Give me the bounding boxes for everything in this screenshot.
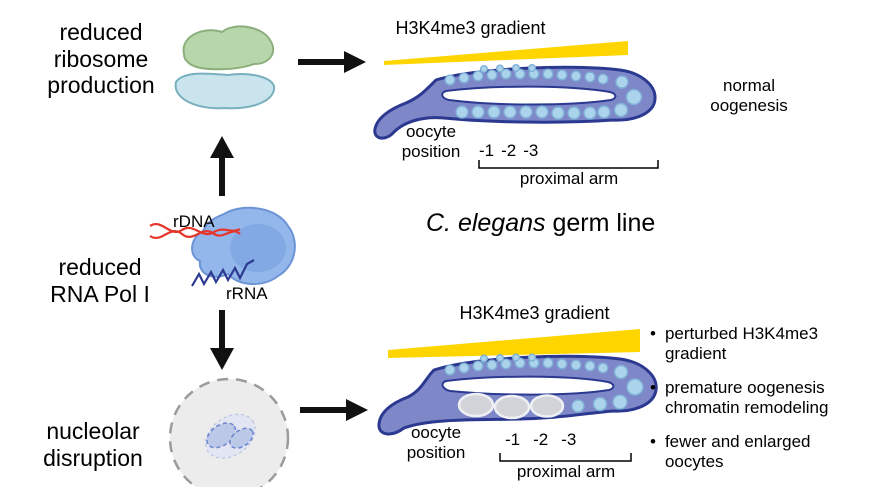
germline-nuclei-group [444,63,643,120]
bullet-icon: • [650,431,656,451]
normal-oogenesis-label: normal oogenesis [710,76,788,116]
finding-text: premature oogenesis chromatin remodeling [664,377,829,418]
h3k4me3-gradient-label-bottom: H3K4me3 gradient [459,303,610,323]
proximal-arm-label-bottom: proximal arm [516,462,616,481]
bullet-icon: • [650,324,656,343]
proximal-arm-bracket-top [478,160,659,169]
position-minus2-bottom: -2 [533,430,549,449]
proximal-arm-bracket-bottom [499,453,632,462]
rrna-strand [191,259,255,287]
enlarged-oocytes-group [457,392,565,420]
germline-lumen-slit [441,375,615,396]
rna-pol-illustration [149,206,296,287]
position-minus1-top: -1 [479,141,495,160]
h3k4me3-gradient-wedge-top [384,41,628,65]
figure-title: C. elegans germ line [426,209,655,238]
oocyte-position-label-top: oocyte position [401,122,461,162]
arrow-up-icon [210,136,234,196]
reduced-ribosome-label: reduced ribosome production [47,19,155,99]
disrupted-nucleolus-group [205,413,256,459]
oocyte-position-numbers-bottom: -1 -2 -3 [505,430,576,450]
ribosome-illustration [174,25,276,110]
polymerase-shading [230,224,286,272]
finding-text: perturbed H3K4me3 gradient [664,324,819,364]
finding-item: • fewer and enlarged oocytes [650,432,855,473]
species-name: C. elegans [426,209,546,237]
germline-disrupted-illustration [377,353,658,436]
oocyte-position-label-bottom: oocyte position [406,423,466,463]
position-minus3-top: -3 [523,141,539,160]
position-minus1-bottom: -1 [505,430,521,449]
position-minus3-bottom: -3 [561,430,577,449]
rrna-label: rRNA [226,284,268,303]
oocyte-position-numbers-top: -1 -2 -3 [479,141,538,161]
ribosome-small-subunit [174,72,276,110]
rdna-helix [149,223,241,239]
germline-nuclei-group [444,353,644,413]
proximal-arm-label-top: proximal arm [519,169,619,188]
arrow-right-top-icon [298,51,366,73]
bullet-icon: • [650,377,656,397]
findings-list: • perturbed H3K4me3 gradient • premature… [650,324,855,485]
rdna-label: rDNA [173,212,215,231]
finding-text: fewer and enlarged oocytes [664,431,811,471]
h3k4me3-gradient-label-top: H3K4me3 gradient [395,18,546,38]
reduced-rna-pol-label: reduced RNA Pol I [50,254,150,307]
germline-lumen-slit [441,85,617,106]
arrow-right-bottom-icon [300,399,368,421]
ribosome-large-subunit [182,25,275,71]
h3k4me3-gradient-wedge-bottom [388,329,640,358]
finding-item: • premature oogenesis chromatin remodeli… [650,378,855,419]
nucleolus-illustration [168,377,290,487]
title-rest: germ line [545,209,656,237]
finding-item: • perturbed H3K4me3 gradient [650,324,855,365]
position-minus2-top: -2 [501,141,517,160]
nucleolar-disruption-label: nucleolar disruption [43,418,143,471]
arrow-down-icon [210,310,234,370]
germline-normal-illustration [373,63,657,140]
